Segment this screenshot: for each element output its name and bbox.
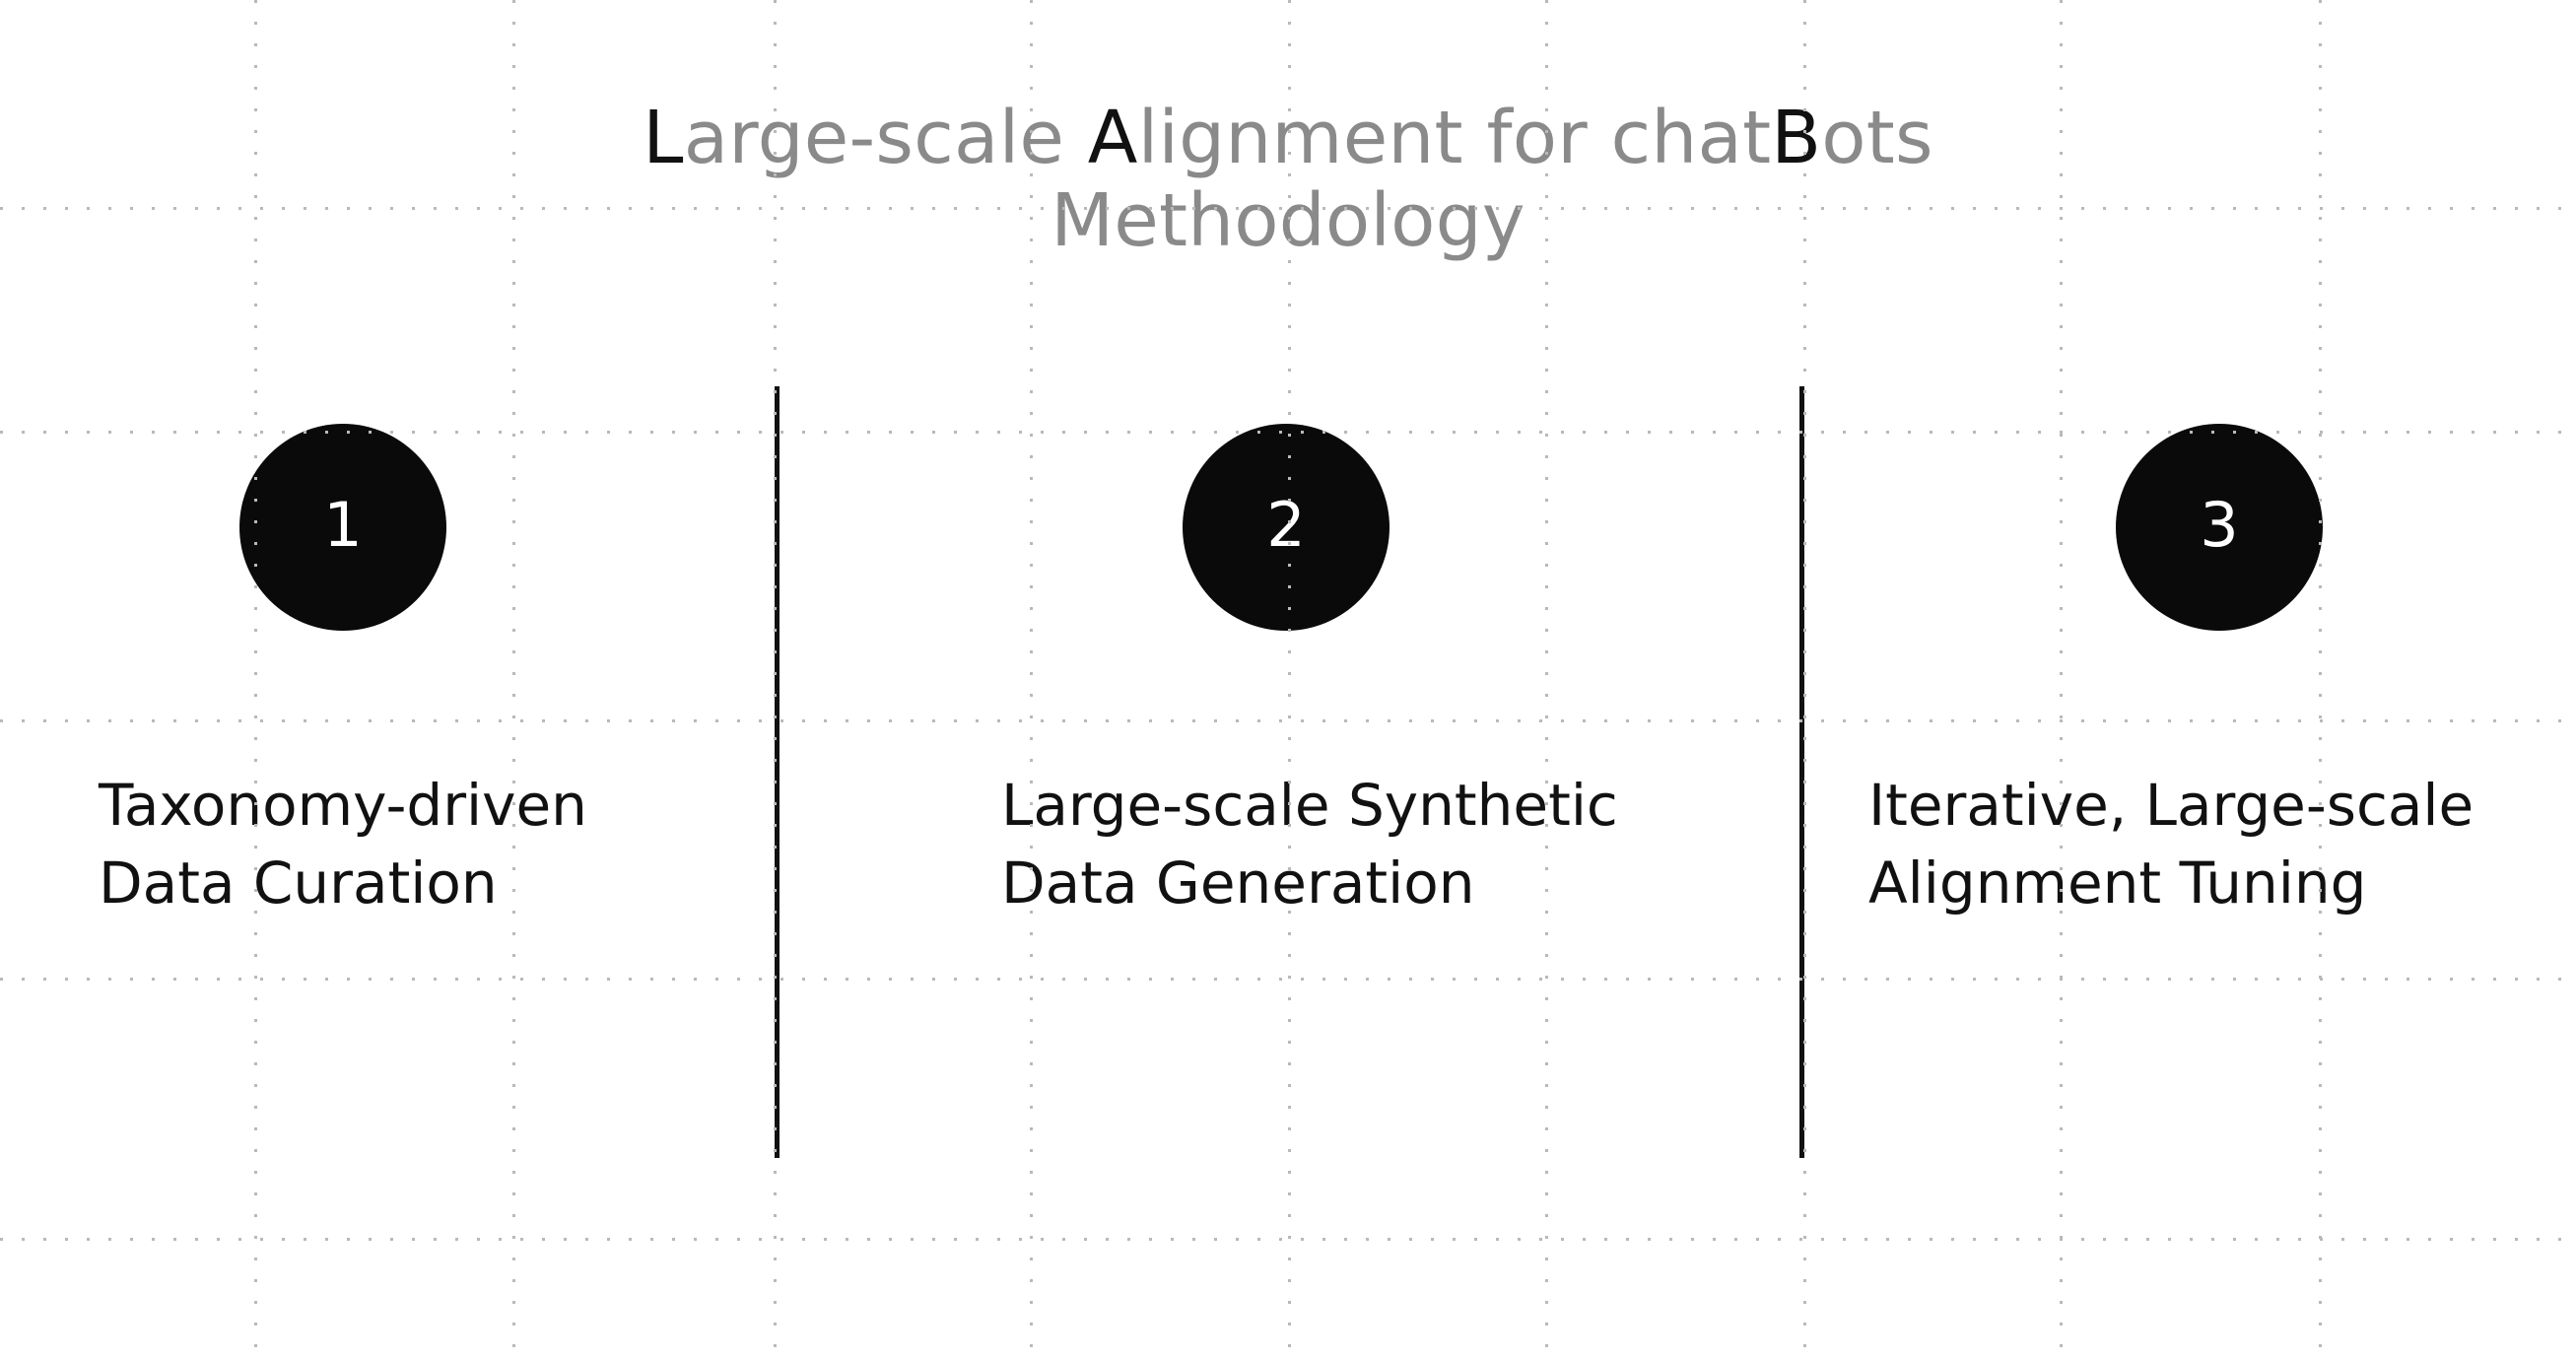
- step-caption-3: Iterative, Large-scale Alignment Tuning: [1868, 772, 2474, 917]
- title-segment-5: ots: [1821, 96, 1933, 180]
- step-divider-2: [1799, 386, 1804, 1158]
- page-title: Large-scale Alignment for chatBots Metho…: [0, 97, 2576, 263]
- title-segment-0: L: [643, 96, 684, 180]
- title-segment-3: lignment for chat: [1137, 96, 1772, 180]
- step-column-2: 2 Large-scale Synthetic Data Generation: [779, 0, 1800, 1360]
- step-number-2: 2: [1266, 489, 1306, 561]
- title-segment-2: A: [1087, 96, 1138, 180]
- step-column-1: 1 Taxonomy-driven Data Curation: [0, 0, 776, 1360]
- title-segment-4: B: [1771, 96, 1822, 180]
- step-caption-1: Taxonomy-driven Data Curation: [99, 772, 587, 917]
- step-badge-3: 3: [2116, 424, 2323, 631]
- title-line-secondary: Methodology: [1051, 178, 1525, 264]
- step-badge-1: 1: [239, 424, 446, 631]
- title-line-primary: Large-scale Alignment for chatBots: [0, 97, 2576, 179]
- title-segment-1: arge-scale: [683, 96, 1088, 180]
- step-badge-2: 2: [1183, 424, 1390, 631]
- step-column-3: 3 Iterative, Large-scale Alignment Tunin…: [1803, 0, 2576, 1360]
- step-number-1: 1: [323, 489, 363, 561]
- step-caption-2: Large-scale Synthetic Data Generation: [1001, 772, 1618, 917]
- step-number-3: 3: [2200, 489, 2239, 561]
- step-divider-1: [775, 386, 780, 1158]
